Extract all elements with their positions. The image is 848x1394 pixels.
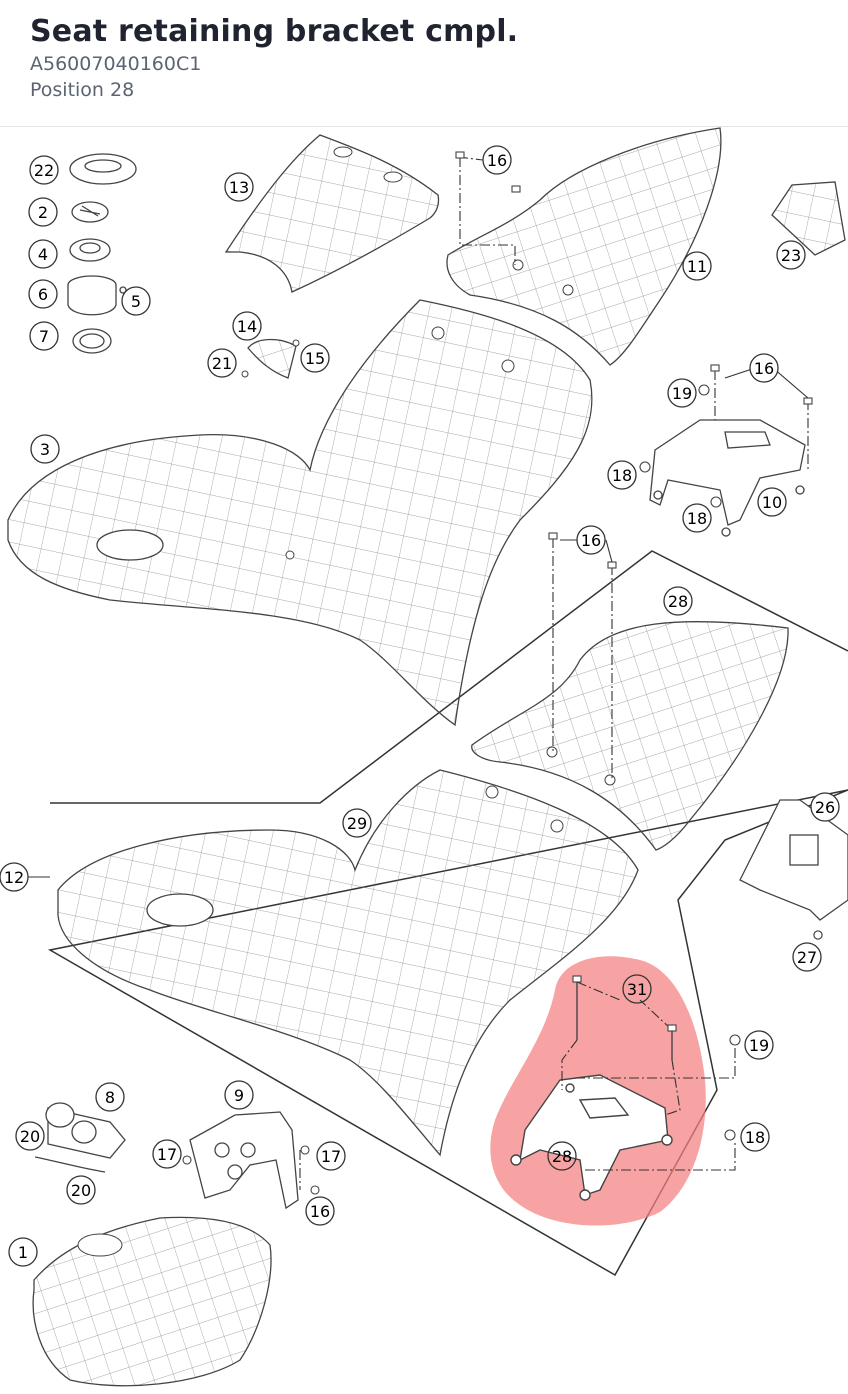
callout-26: 26 bbox=[810, 792, 840, 822]
svg-text:3: 3 bbox=[40, 440, 50, 459]
svg-text:16: 16 bbox=[581, 531, 601, 550]
callout-19a: 19 bbox=[667, 378, 697, 408]
fastener-leaders bbox=[299, 156, 809, 1190]
svg-text:31: 31 bbox=[627, 980, 647, 999]
svg-text:1: 1 bbox=[18, 1243, 28, 1262]
callout-5: 5 bbox=[121, 286, 151, 316]
svg-text:23: 23 bbox=[781, 246, 801, 265]
svg-text:13: 13 bbox=[229, 178, 249, 197]
filler-cap-parts bbox=[67, 153, 137, 354]
svg-text:15: 15 bbox=[305, 349, 325, 368]
callout-22: 22 bbox=[29, 155, 59, 185]
svg-text:11: 11 bbox=[687, 257, 707, 276]
page-header: Seat retaining bracket cmpl. A5600704016… bbox=[0, 0, 848, 127]
callouts: 22 2 4 6 5 7 13 16 11 23 14 21 15 3 16 1… bbox=[0, 145, 840, 1267]
svg-text:16: 16 bbox=[487, 151, 507, 170]
callout-18a: 18 bbox=[607, 460, 637, 490]
svg-text:22: 22 bbox=[34, 161, 54, 180]
svg-text:6: 6 bbox=[38, 285, 48, 304]
part-number: A56007040160C1 bbox=[30, 53, 202, 75]
svg-text:7: 7 bbox=[39, 327, 49, 346]
callout-14: 14 bbox=[232, 311, 262, 341]
callout-28: 28 bbox=[547, 1141, 577, 1171]
callout-16c: 16 bbox=[576, 525, 606, 555]
part-14-vent bbox=[241, 338, 300, 379]
part-3-main-seat bbox=[7, 299, 593, 727]
svg-text:21: 21 bbox=[212, 354, 232, 373]
part-10-bracket bbox=[649, 419, 806, 537]
callout-9: 9 bbox=[224, 1080, 254, 1110]
part-26-bracket bbox=[739, 799, 848, 940]
svg-text:9: 9 bbox=[234, 1086, 244, 1105]
part-30-seat bbox=[471, 620, 789, 851]
callout-16d: 16 bbox=[305, 1196, 335, 1226]
svg-text:4: 4 bbox=[38, 245, 48, 264]
callout-21: 20 bbox=[15, 1121, 45, 1151]
svg-text:17: 17 bbox=[157, 1145, 177, 1164]
part-1-fuel-tank bbox=[32, 1216, 272, 1387]
svg-text:19: 19 bbox=[672, 384, 692, 403]
assembly-group-outline bbox=[47, 550, 848, 1277]
svg-text:17: 17 bbox=[321, 1147, 341, 1166]
part-11-rear-seat bbox=[446, 127, 722, 366]
svg-text:28: 28 bbox=[668, 592, 688, 611]
svg-text:19: 19 bbox=[749, 1036, 769, 1055]
callout-7: 7 bbox=[29, 321, 59, 351]
page-title: Seat retaining bracket cmpl. bbox=[30, 14, 519, 49]
svg-text:27: 27 bbox=[797, 948, 817, 967]
callout-16a: 16 bbox=[482, 145, 512, 175]
callout-29: 29 bbox=[342, 808, 372, 838]
svg-text:2: 2 bbox=[38, 203, 48, 222]
callout-16b: 16 bbox=[749, 353, 779, 383]
callout-4: 4 bbox=[28, 239, 58, 269]
callout-1: 1 bbox=[8, 1237, 38, 1267]
svg-text:18: 18 bbox=[612, 466, 632, 485]
svg-text:20: 20 bbox=[20, 1127, 40, 1146]
callout-11: 11 bbox=[682, 251, 712, 281]
callout-18c: 18 bbox=[740, 1122, 770, 1152]
callout-2: 2 bbox=[28, 197, 58, 227]
callout-20: 20 bbox=[66, 1175, 96, 1205]
svg-text:12: 12 bbox=[4, 868, 24, 887]
svg-text:8: 8 bbox=[105, 1088, 115, 1107]
part-24-pad bbox=[771, 181, 846, 256]
callout-12: 12 bbox=[0, 862, 29, 892]
callout-6: 6 bbox=[28, 279, 58, 309]
svg-text:29: 29 bbox=[347, 814, 367, 833]
callout-10: 10 bbox=[757, 487, 787, 517]
part-29-seat bbox=[57, 769, 639, 1157]
part-28-seat-retaining-bracket bbox=[510, 982, 673, 1201]
svg-text:18: 18 bbox=[745, 1128, 765, 1147]
callout-27: 27 bbox=[792, 942, 822, 972]
callout-30: 28 bbox=[663, 586, 693, 616]
callout-17a: 17 bbox=[152, 1139, 182, 1169]
callout-15: 15 bbox=[300, 343, 330, 373]
svg-text:26: 26 bbox=[815, 798, 835, 817]
callout-8: 8 bbox=[95, 1082, 125, 1112]
exploded-parts-diagram: 22 2 4 6 5 7 13 16 11 23 14 21 15 3 16 1… bbox=[0, 127, 848, 1390]
svg-text:5: 5 bbox=[131, 292, 141, 311]
svg-text:16: 16 bbox=[310, 1202, 330, 1221]
svg-text:20: 20 bbox=[71, 1181, 91, 1200]
callout-24: 23 bbox=[776, 240, 806, 270]
svg-text:10: 10 bbox=[762, 493, 782, 512]
callout-18b: 18 bbox=[682, 503, 712, 533]
callout-23: 21 bbox=[207, 348, 237, 378]
svg-text:14: 14 bbox=[237, 317, 257, 336]
callout-17b: 17 bbox=[316, 1141, 346, 1171]
fastener-screws bbox=[182, 151, 823, 1195]
diagram-canvas: 22 2 4 6 5 7 13 16 11 23 14 21 15 3 16 1… bbox=[0, 127, 848, 1387]
callout-31: 31 bbox=[622, 974, 652, 1004]
part-9-bracket bbox=[189, 1111, 299, 1210]
callout-19b: 19 bbox=[744, 1030, 774, 1060]
svg-text:16: 16 bbox=[754, 359, 774, 378]
callout-13: 13 bbox=[224, 172, 254, 202]
part-8-hose bbox=[34, 1102, 126, 1173]
svg-text:18: 18 bbox=[687, 509, 707, 528]
position-label: Position 28 bbox=[30, 79, 135, 101]
callout-3: 3 bbox=[30, 434, 60, 464]
svg-text:28: 28 bbox=[552, 1147, 572, 1166]
part-13-seat-cover bbox=[224, 134, 440, 293]
